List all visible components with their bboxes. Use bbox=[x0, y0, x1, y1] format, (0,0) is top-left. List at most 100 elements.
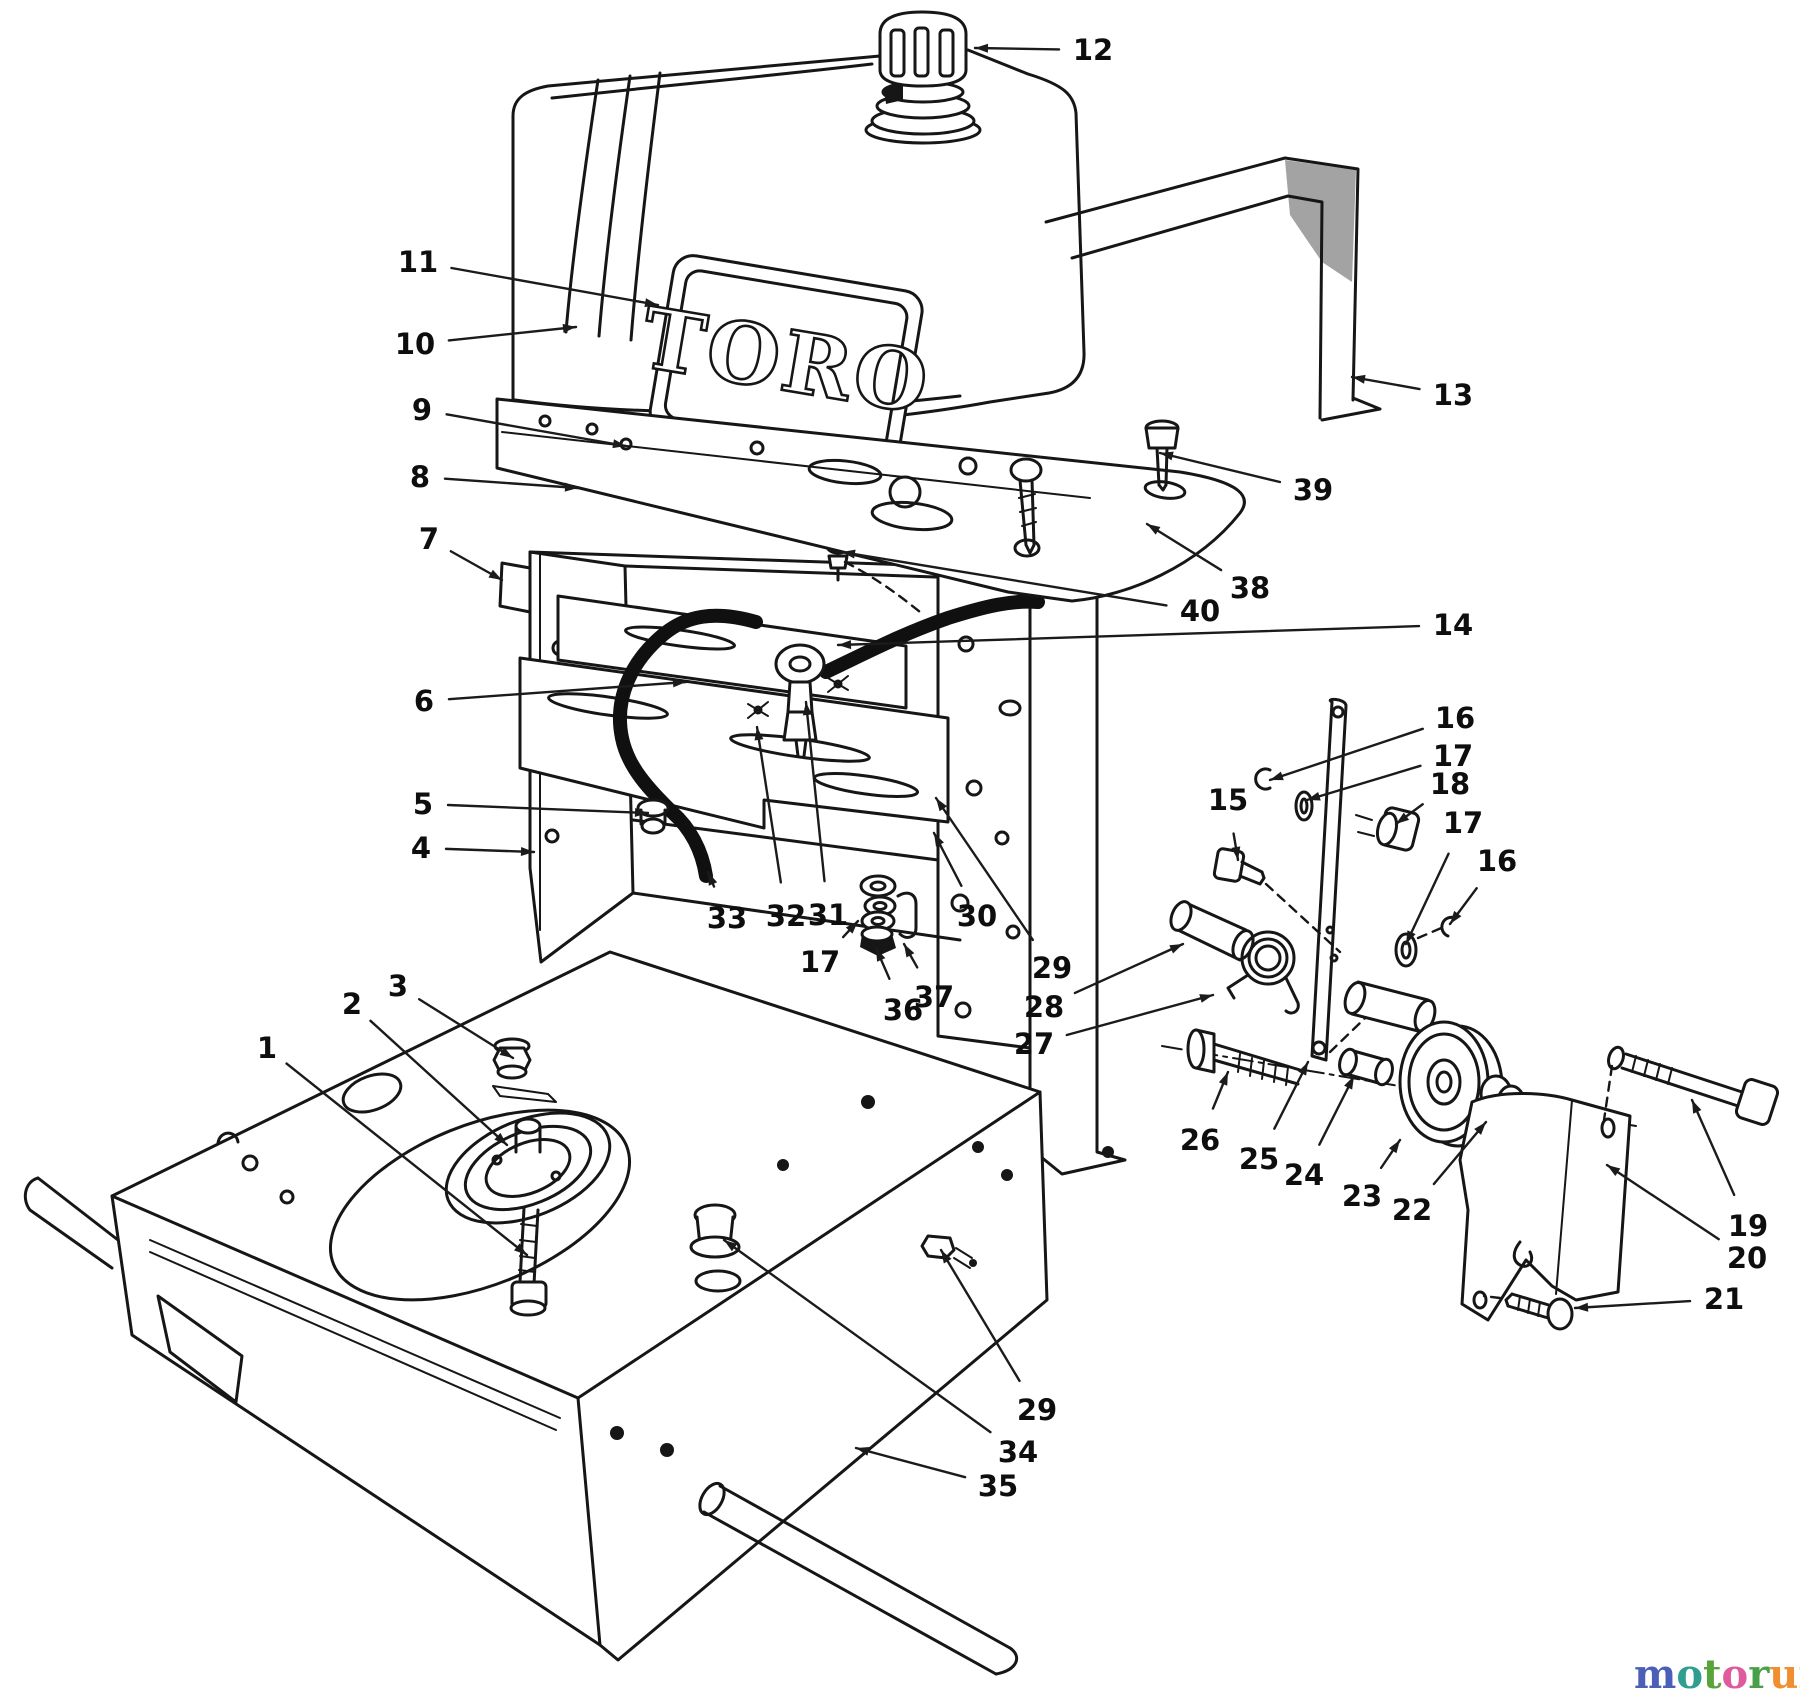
callout-label: 32 bbox=[766, 899, 806, 933]
callout-31: 31 bbox=[802, 700, 848, 932]
callout-label: 14 bbox=[1433, 608, 1473, 642]
fuel-tank bbox=[511, 48, 1086, 430]
washer-stack bbox=[859, 874, 918, 956]
callout-label: 29 bbox=[1017, 1393, 1057, 1427]
callout-label: 25 bbox=[1239, 1142, 1279, 1176]
callout-20: 20 bbox=[1605, 1163, 1767, 1275]
hose-clamp bbox=[827, 675, 849, 693]
tank-strap bbox=[1044, 156, 1382, 422]
callout-label: 17 bbox=[800, 945, 840, 979]
callout-6: 6 bbox=[414, 678, 688, 718]
callout-10: 10 bbox=[395, 323, 578, 361]
frame-tab bbox=[498, 561, 532, 614]
retainer-clip bbox=[1254, 767, 1272, 791]
callout-21: 21 bbox=[1573, 1282, 1744, 1316]
callout-label: 11 bbox=[398, 245, 438, 279]
chassis bbox=[110, 950, 1049, 1662]
shoulder-bolt-18 bbox=[1355, 806, 1421, 852]
callout-label: 15 bbox=[1208, 783, 1248, 817]
callout-18: 18 bbox=[1394, 767, 1470, 826]
callout-label: 40 bbox=[1180, 594, 1220, 628]
callout-29: 29 bbox=[934, 796, 1072, 985]
callout-label: 16 bbox=[1477, 844, 1517, 878]
callout-label: 18 bbox=[1430, 767, 1470, 801]
callout-label: 38 bbox=[1230, 571, 1270, 605]
idler-screw-15 bbox=[1212, 847, 1342, 954]
hook-clip bbox=[896, 891, 918, 939]
callout-29: 29 bbox=[939, 1248, 1057, 1427]
callout-label: 17 bbox=[1433, 739, 1473, 773]
hose-clamp bbox=[747, 701, 769, 719]
retainer-clip bbox=[1440, 915, 1457, 938]
flat-washer bbox=[1394, 932, 1418, 968]
grommet bbox=[636, 798, 670, 835]
lower-shaft bbox=[698, 1481, 1019, 1676]
callout-17: 17 bbox=[1404, 806, 1483, 946]
callout-15: 15 bbox=[1208, 783, 1248, 862]
flat-washer bbox=[1294, 790, 1314, 822]
callout-25: 25 bbox=[1239, 1060, 1310, 1176]
callout-4: 4 bbox=[411, 831, 536, 865]
callout-7: 7 bbox=[419, 522, 504, 582]
callout-12: 12 bbox=[973, 33, 1113, 67]
callout-40: 40 bbox=[840, 549, 1220, 628]
callout-35: 35 bbox=[854, 1446, 1018, 1503]
watermark-text: motoruf bbox=[1634, 1651, 1800, 1698]
callout-label: 4 bbox=[411, 831, 431, 865]
idler-bolt-26 bbox=[1186, 1028, 1302, 1086]
callout-label: 7 bbox=[419, 522, 439, 556]
callout-34: 34 bbox=[722, 1238, 1038, 1469]
mounting-bolt-39 bbox=[1144, 419, 1180, 492]
callout-label: 20 bbox=[1727, 1241, 1767, 1275]
callout-label: 22 bbox=[1392, 1193, 1432, 1227]
callout-label: 23 bbox=[1342, 1179, 1382, 1213]
pulley-bracket bbox=[1458, 1092, 1632, 1322]
callout-1: 1 bbox=[257, 1031, 529, 1257]
callout-19: 19 bbox=[1690, 1098, 1768, 1243]
callout-3: 3 bbox=[388, 969, 515, 1060]
callout-label: 6 bbox=[414, 684, 434, 718]
callout-label: 3 bbox=[388, 969, 408, 1003]
spacer-long bbox=[1169, 900, 1255, 962]
callout-label: 1 bbox=[257, 1031, 277, 1065]
callout-37: 37 bbox=[902, 942, 954, 1014]
torsion-spring bbox=[1226, 930, 1300, 1015]
callout-label: 27 bbox=[1014, 1027, 1054, 1061]
flanged-nut-lower bbox=[920, 1234, 977, 1269]
front-axle bbox=[23, 1176, 120, 1270]
callout-2: 2 bbox=[342, 987, 509, 1147]
idler-arm bbox=[1310, 697, 1348, 1062]
callout-22: 22 bbox=[1392, 1120, 1488, 1227]
callout-24: 24 bbox=[1284, 1074, 1356, 1192]
callout-label: 36 bbox=[883, 993, 923, 1027]
callout-label: 10 bbox=[395, 327, 435, 361]
bracket-bolt-19 bbox=[1602, 1045, 1780, 1126]
callout-17: 17 bbox=[800, 919, 860, 979]
callout-label: 31 bbox=[808, 898, 848, 932]
callout-8: 8 bbox=[410, 460, 580, 494]
callout-33: 33 bbox=[706, 870, 747, 935]
callout-label: 28 bbox=[1024, 990, 1064, 1024]
engine-mounting-plate bbox=[495, 397, 1246, 603]
spacer-sleeve bbox=[1343, 980, 1437, 1034]
engine-pulley bbox=[444, 1111, 612, 1225]
callout-36: 36 bbox=[874, 946, 923, 1027]
callout-16: 16 bbox=[1268, 701, 1475, 782]
callout-label: 17 bbox=[1443, 806, 1483, 840]
callout-label: 33 bbox=[707, 901, 747, 935]
callouts-layer: 1234567891011121314151617181716192021222… bbox=[257, 33, 1768, 1503]
callout-11: 11 bbox=[398, 245, 660, 308]
callout-label: 35 bbox=[978, 1469, 1018, 1503]
deck-opening bbox=[328, 1108, 632, 1302]
callout-label: 29 bbox=[1032, 951, 1072, 985]
spacer-short bbox=[1338, 1047, 1394, 1087]
callout-label: 30 bbox=[957, 899, 997, 933]
callout-label: 13 bbox=[1433, 378, 1473, 412]
callout-30: 30 bbox=[932, 831, 997, 933]
callout-label: 19 bbox=[1728, 1209, 1768, 1243]
callout-label: 37 bbox=[914, 980, 954, 1014]
callout-label: 34 bbox=[998, 1435, 1038, 1469]
callout-32: 32 bbox=[754, 725, 806, 933]
crankshaft-bolt bbox=[509, 1206, 548, 1317]
